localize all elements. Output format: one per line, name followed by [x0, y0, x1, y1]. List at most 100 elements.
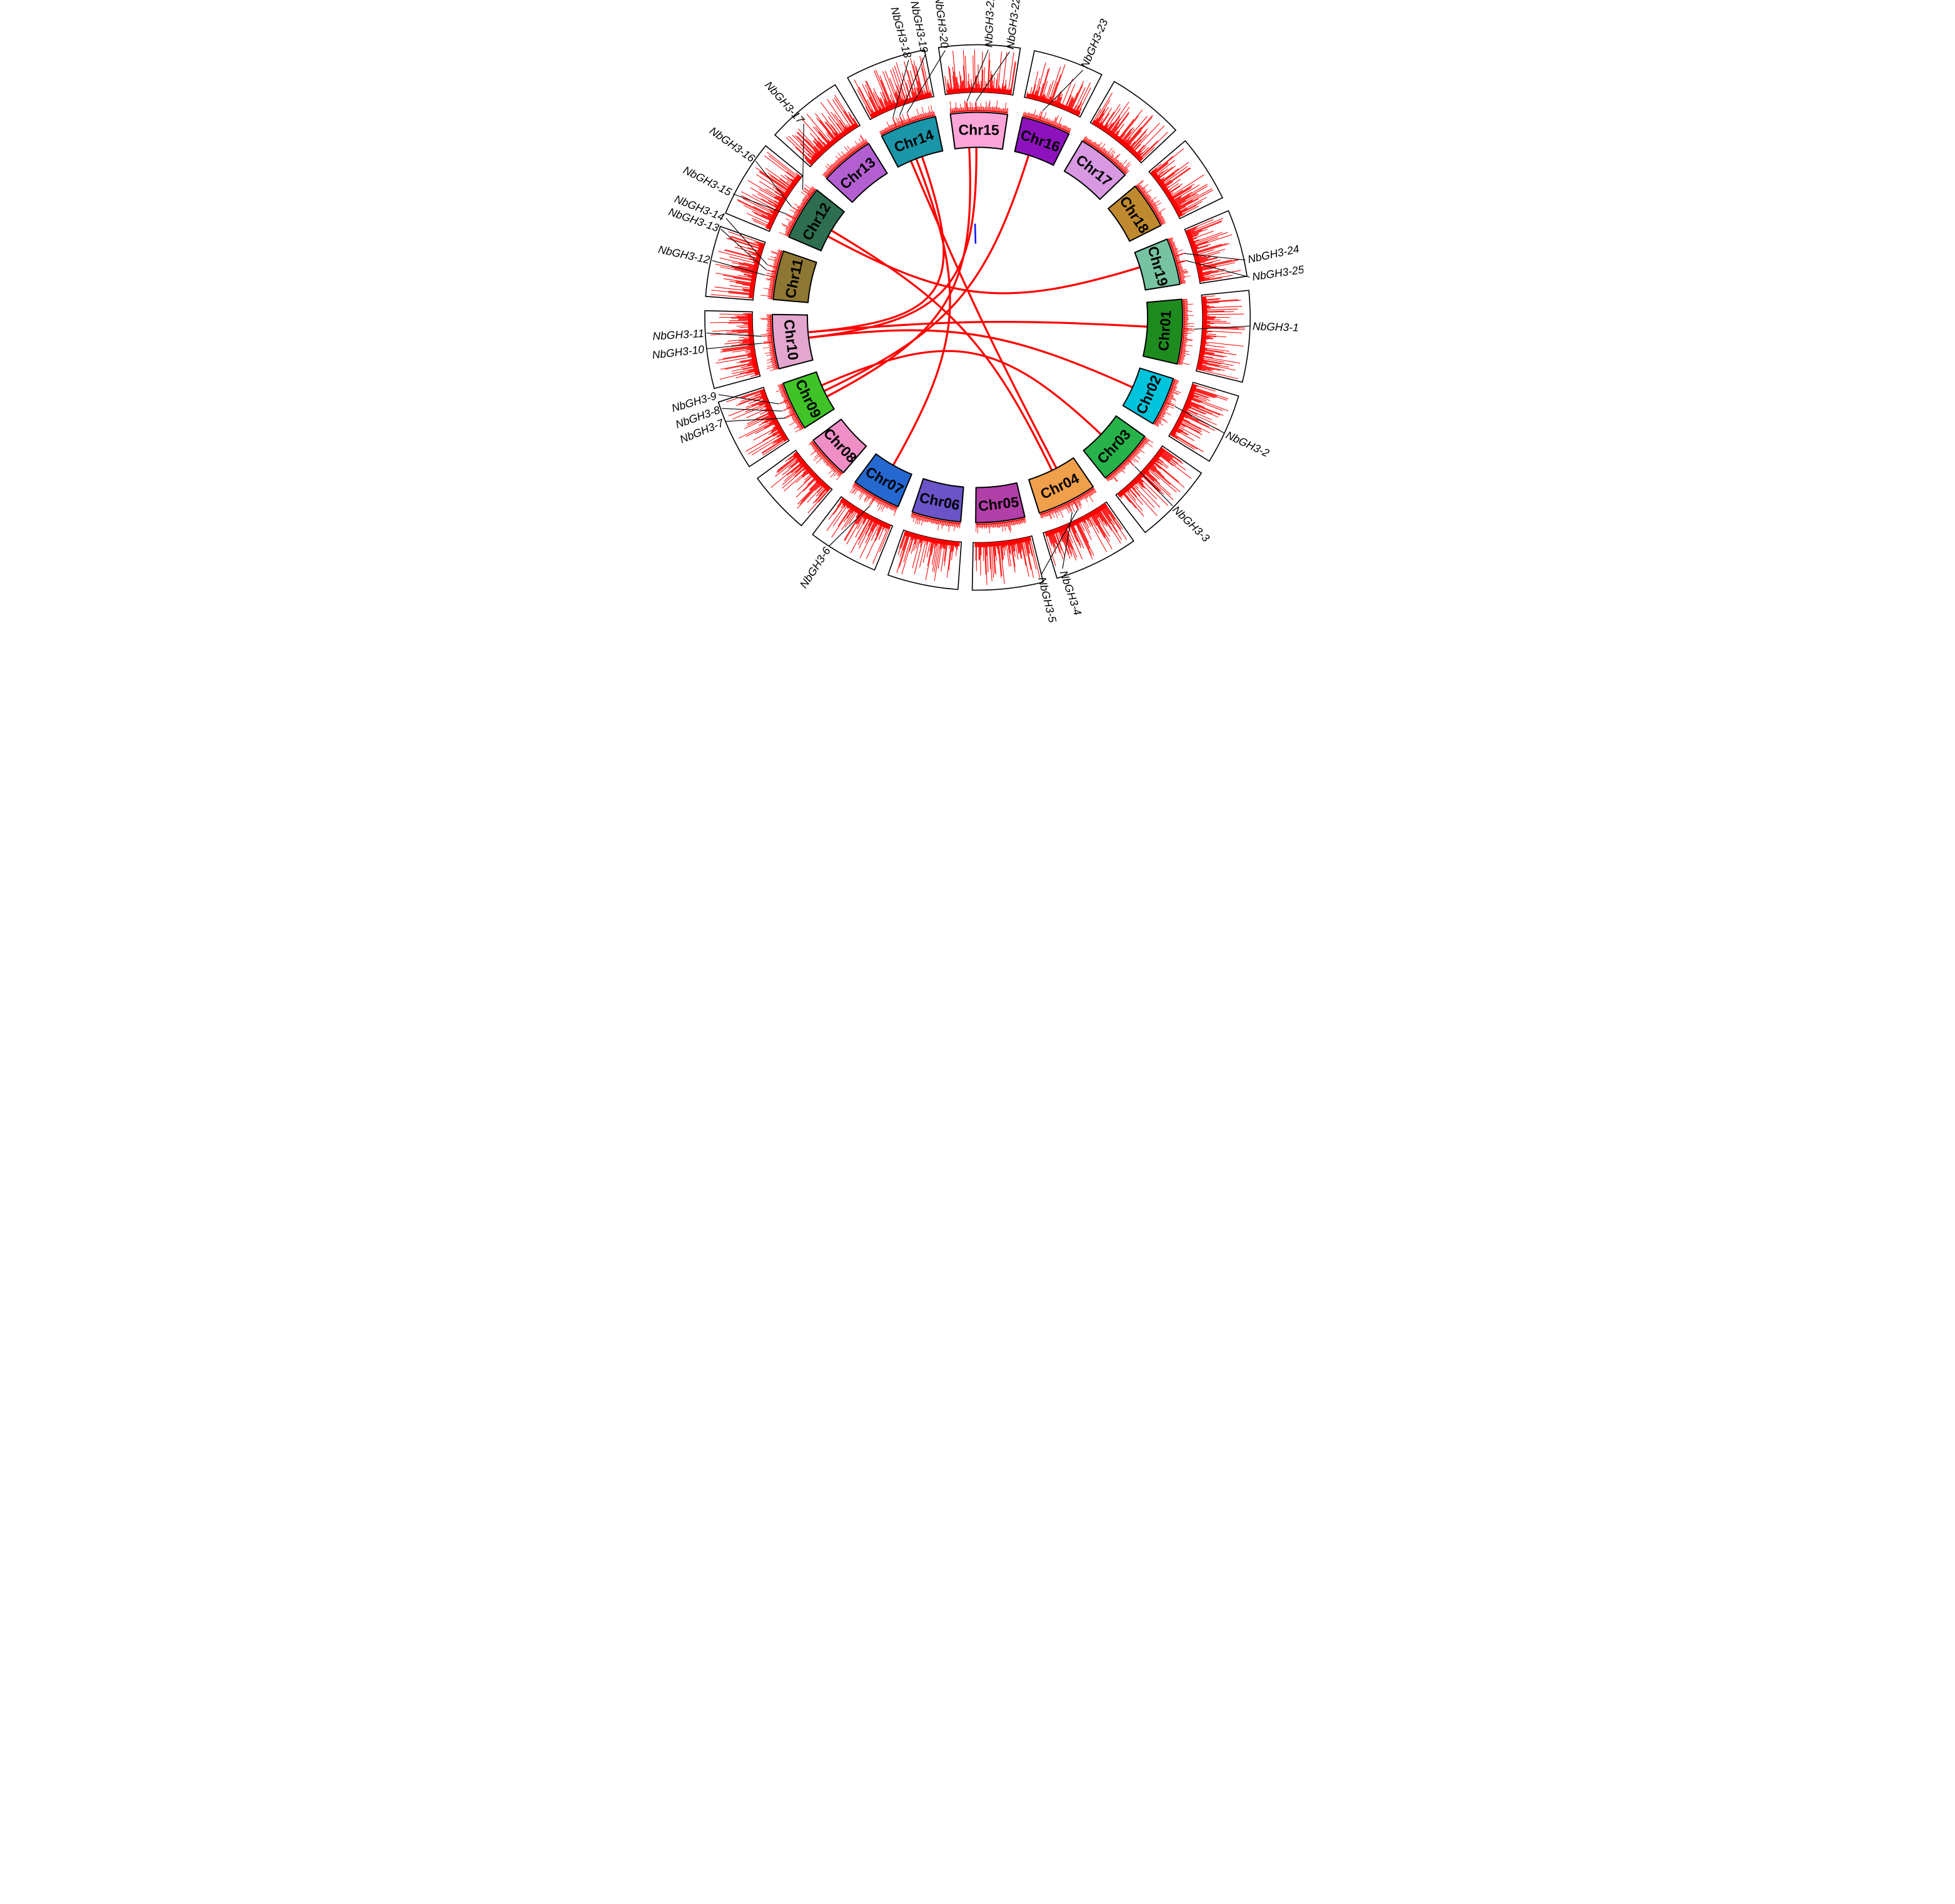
gene-leader-NbGH3-2	[1175, 406, 1225, 433]
chromosome-band-Chr17	[1063, 140, 1126, 200]
chromosome-band-Chr05	[975, 482, 1026, 524]
density-histogram-Chr03	[1117, 447, 1192, 517]
gene-leader-NbGH3-14	[725, 218, 768, 265]
tick-baseline-Chr01	[1178, 299, 1185, 365]
density-panel-Chr07	[812, 495, 894, 571]
gene-position-tick-NbGH3-4	[1067, 503, 1073, 512]
density-baseline-Chr18	[1149, 170, 1183, 218]
gene-ticks-Chr06	[911, 513, 961, 532]
gene-label-NbGH3-16: NbGH3-16	[707, 124, 757, 165]
gene-label-NbGH3-18: NbGH3-18	[888, 6, 914, 59]
gene-position-tick-NbGH3-17	[802, 190, 811, 196]
gene-leader-NbGH3-20	[906, 50, 946, 113]
tick-baseline-Chr15	[950, 110, 1008, 114]
gene-ticks-Chr13	[822, 134, 868, 178]
density-histogram-Chr06	[896, 531, 960, 581]
chromosome-label-Chr15: Chr15	[958, 121, 999, 138]
gene-label-NbGH3-15: NbGH3-15	[681, 164, 734, 199]
gene-position-tick-NbGH3-16	[792, 206, 801, 213]
chromosome-band-Chr11	[772, 250, 817, 303]
link-NbGH3-11-NbGH3-20	[807, 155, 945, 333]
link-NbGH3-8-NbGH3-23	[823, 154, 1030, 392]
density-baseline-Chr17	[1091, 119, 1144, 162]
link-NbGH3-9-NbGH3-3	[821, 350, 1103, 436]
link-NbGH3-15-NbGH3-24	[827, 235, 1141, 295]
gene-ticks-Chr07	[849, 483, 897, 516]
gene-ticks-Chr18	[1136, 180, 1166, 225]
gene-leader-NbGH3-9	[718, 394, 779, 405]
gene-position-tick-NbGH3-3	[1127, 459, 1135, 467]
gene-label-NbGH3-1: NbGH3-1	[1252, 320, 1299, 333]
chromosome-band-Chr10	[772, 313, 814, 370]
gene-ticks-Chr02	[1154, 379, 1181, 427]
gene-position-tick-NbGH3-9	[779, 399, 789, 404]
tick-baseline-Chr13	[825, 141, 869, 178]
gene-ticks-Chr14	[879, 104, 936, 135]
gene-position-tick-NbGH3-19	[899, 116, 904, 125]
gene-label-NbGH3-3: NbGH3-3	[1170, 504, 1212, 545]
gene-leader-NbGH3-18	[892, 59, 909, 119]
gene-ticks-Chr03	[1106, 437, 1154, 482]
chromosome-band-Chr07	[854, 453, 912, 507]
gene-ticks-Chr09	[775, 383, 804, 433]
density-histogram-Chr17	[1092, 93, 1168, 161]
gene-label-NbGH3-10: NbGH3-10	[652, 343, 705, 362]
chromosome-band-Chr06	[911, 478, 964, 523]
link-NbGH3-11-NbGH3-1	[807, 320, 1149, 333]
gene-label-NbGH3-21: NbGH3-21	[982, 0, 996, 48]
gene-position-tick-NbGH3-23	[1039, 111, 1043, 121]
gene-leader-NbGH3-1	[1193, 325, 1250, 330]
gene-leader-NbGH3-19	[899, 54, 926, 116]
tick-baseline-Chr07	[854, 482, 898, 509]
link-NbGH3-6-NbGH3-19	[892, 158, 951, 467]
gene-position-tick-NbGH3-11	[762, 335, 772, 337]
tick-baseline-Chr17	[1083, 139, 1127, 175]
gene-ticks-Chr12	[779, 184, 816, 236]
chromosome-band-Chr18	[1108, 185, 1162, 242]
tick-baseline-Chr04	[1039, 487, 1095, 515]
link-NbGH3-7-NbGH3-21	[826, 146, 971, 398]
density-histogram-Chr16	[1026, 62, 1091, 116]
chromosome-band-Chr16	[1014, 116, 1070, 166]
gene-position-tick-NbGH3-5	[1073, 500, 1078, 509]
gene-label-NbGH3-24: NbGH3-24	[1246, 242, 1300, 265]
circos-figure: Chr01Chr02Chr03Chr04Chr05Chr06Chr07Chr08…	[652, 0, 1303, 635]
gene-leader-NbGH3-11	[706, 332, 762, 337]
gene-leader-NbGH3-6	[829, 505, 871, 547]
gene-ticks-Chr08	[809, 441, 842, 480]
gene-label-NbGH3-23: NbGH3-23	[1078, 17, 1110, 70]
density-histogram-Chr07	[826, 498, 891, 564]
gene-leader-NbGH3-22	[976, 51, 1010, 101]
density-baseline-Chr19	[1185, 229, 1205, 282]
density-histogram-Chr15	[944, 49, 1016, 94]
gene-position-tick-NbGH3-2	[1165, 402, 1175, 407]
gene-position-tick-NbGH3-12	[765, 275, 775, 278]
gene-position-tick-NbGH3-6	[870, 497, 876, 505]
gene-label-NbGH3-25: NbGH3-25	[1251, 263, 1303, 283]
gene-leader-NbGH3-15	[732, 193, 788, 215]
density-histogram-Chr09	[726, 389, 788, 456]
link-NbGH3-4-NbGH3-16	[830, 229, 1053, 472]
density-histogram-Chr13	[786, 94, 859, 165]
gene-tick-fringe	[759, 100, 1195, 534]
chromosome-band-Chr02	[1122, 367, 1175, 425]
gene-label-NbGH3-12: NbGH3-12	[657, 243, 711, 266]
density-histogram-Chr12	[737, 151, 801, 230]
gene-leader-NbGH3-17	[802, 123, 804, 190]
chromosome-band-Chr08	[812, 418, 867, 473]
gene-ticks-Chr11	[760, 249, 782, 300]
density-panel-Chr15	[937, 44, 1021, 96]
chromosome-band-Chr01	[1142, 298, 1183, 365]
density-panel-Chr04	[1043, 501, 1134, 579]
density-histogram-Chr18	[1150, 148, 1213, 217]
gene-label-NbGH3-20: NbGH3-20	[932, 0, 951, 49]
density-histogram-Chr19	[1186, 218, 1241, 282]
chromosome-band-Chr09	[782, 371, 835, 429]
tick-baseline-Chr14	[881, 114, 936, 136]
gene-ticks-Chr16	[1023, 109, 1071, 133]
density-histogram-Chr05	[974, 537, 1041, 585]
gene-position-tick-NbGH3-18	[892, 118, 897, 128]
density-panel-Chr17	[1089, 81, 1177, 164]
gene-leader-NbGH3-7	[725, 417, 786, 422]
